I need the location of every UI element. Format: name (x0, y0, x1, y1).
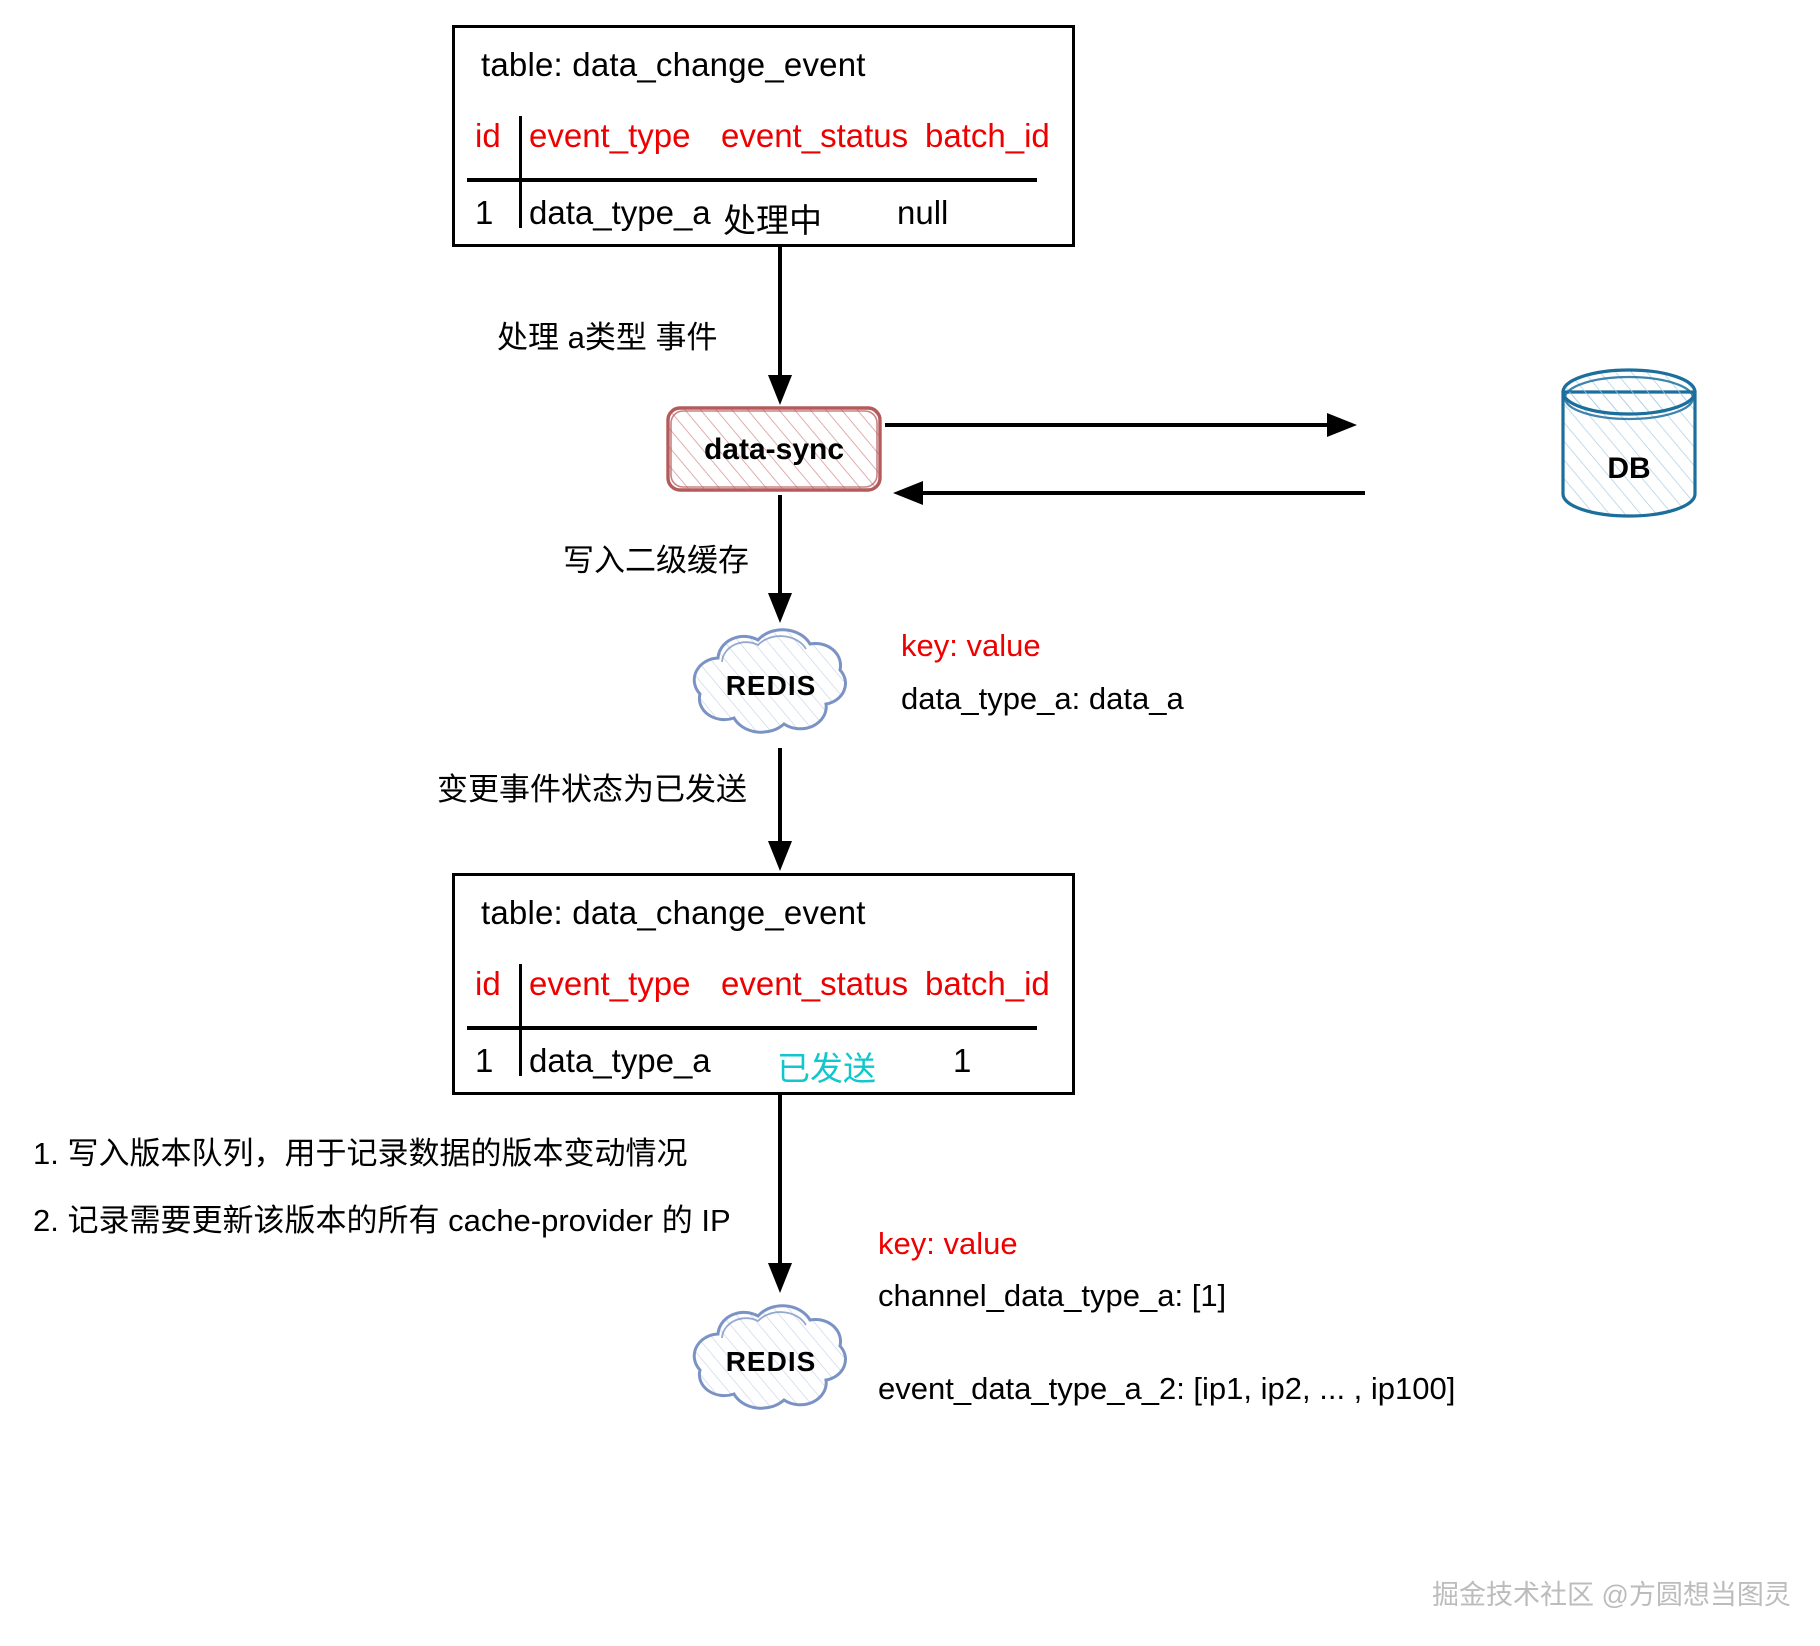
table-top-col-event-type: event_type (529, 117, 691, 154)
note-item-1: 1. 写入版本队列，用于记录数据的版本变动情况 (33, 1136, 688, 1171)
annotation-redis-bottom: key: value channel_data_type_a: [1] even… (878, 1226, 1455, 1407)
table-top-horizontal-rule (467, 178, 1037, 182)
table-top: table: data_change_event id event_type e… (452, 25, 1075, 247)
note-item-2: 2. 记录需要更新该版本的所有 cache-provider 的 IP (33, 1203, 731, 1238)
label-datasync-to-redis: 写入二级缓存 (563, 543, 749, 578)
table-top-cell-batch-id: null (897, 194, 949, 231)
table-top-col-batch-id: batch_id (925, 117, 1050, 154)
node-data-sync[interactable]: data-sync (663, 403, 885, 495)
table-bottom-vertical-rule (519, 964, 522, 1076)
label-redis-to-table: 变更事件状态为已发送 (437, 772, 747, 807)
arrow-datasync-to-redis (768, 495, 792, 623)
arrow-table-to-redis-bottom (768, 1095, 792, 1293)
table-bottom-horizontal-rule (467, 1026, 1037, 1030)
arrow-datasync-to-db (885, 413, 1357, 437)
table-top-vertical-rule (519, 116, 522, 228)
arrow-table-to-datasync (768, 247, 792, 405)
db-cylinder-shape (1561, 368, 1697, 518)
node-db[interactable]: DB (1549, 368, 1709, 518)
table-top-cell-event-status: 处理中 (723, 202, 822, 239)
table-bottom-cell-batch-id: 1 (953, 1042, 972, 1079)
table-top-cell-event-type: data_type_a (529, 194, 711, 231)
table-top-col-id: id (475, 117, 501, 154)
table-top-cell-id: 1 (475, 194, 494, 231)
table-bottom-col-batch-id: batch_id (925, 965, 1050, 1002)
annotation-redis-bottom-entry-1: event_data_type_a_2: [ip1, ip2, ... , ip… (878, 1371, 1456, 1406)
table-bottom-title: table: data_change_event (481, 894, 866, 931)
annotation-redis-bottom-key-label: key: value (878, 1226, 1018, 1261)
node-redis-top[interactable]: REDIS (666, 624, 876, 748)
table-bottom-cell-id: 1 (475, 1042, 494, 1079)
annotation-redis-top: key: value data_type_a: data_a (901, 628, 1184, 717)
arrow-redis-to-table (768, 748, 792, 871)
label-table-to-datasync: 处理 a类型 事件 (497, 320, 718, 355)
arrow-db-to-datasync (893, 481, 1365, 505)
watermark: 掘金技术社区 @方圆想当图灵 (1432, 1580, 1791, 1610)
redis-cloud-shape-bottom (692, 1304, 847, 1410)
annotation-redis-bottom-entry-0: channel_data_type_a: [1] (878, 1278, 1227, 1313)
table-bottom-col-event-status: event_status (721, 965, 909, 1002)
annotation-redis-top-key-label: key: value (901, 628, 1041, 663)
table-bottom: table: data_change_event id event_type e… (452, 873, 1075, 1095)
table-top-title: table: data_change_event (481, 46, 866, 83)
redis-cloud-shape-top (692, 628, 847, 734)
data-sync-shape (666, 406, 882, 492)
table-top-col-event-status: event_status (721, 117, 909, 154)
table-bottom-col-id: id (475, 965, 501, 1002)
table-bottom-cell-event-status: 已发送 (777, 1050, 876, 1087)
node-redis-bottom[interactable]: REDIS (666, 1300, 876, 1424)
table-bottom-cell-event-type: data_type_a (529, 1042, 711, 1079)
annotation-redis-top-entry-0: data_type_a: data_a (901, 681, 1184, 716)
table-bottom-col-event-type: event_type (529, 965, 691, 1002)
